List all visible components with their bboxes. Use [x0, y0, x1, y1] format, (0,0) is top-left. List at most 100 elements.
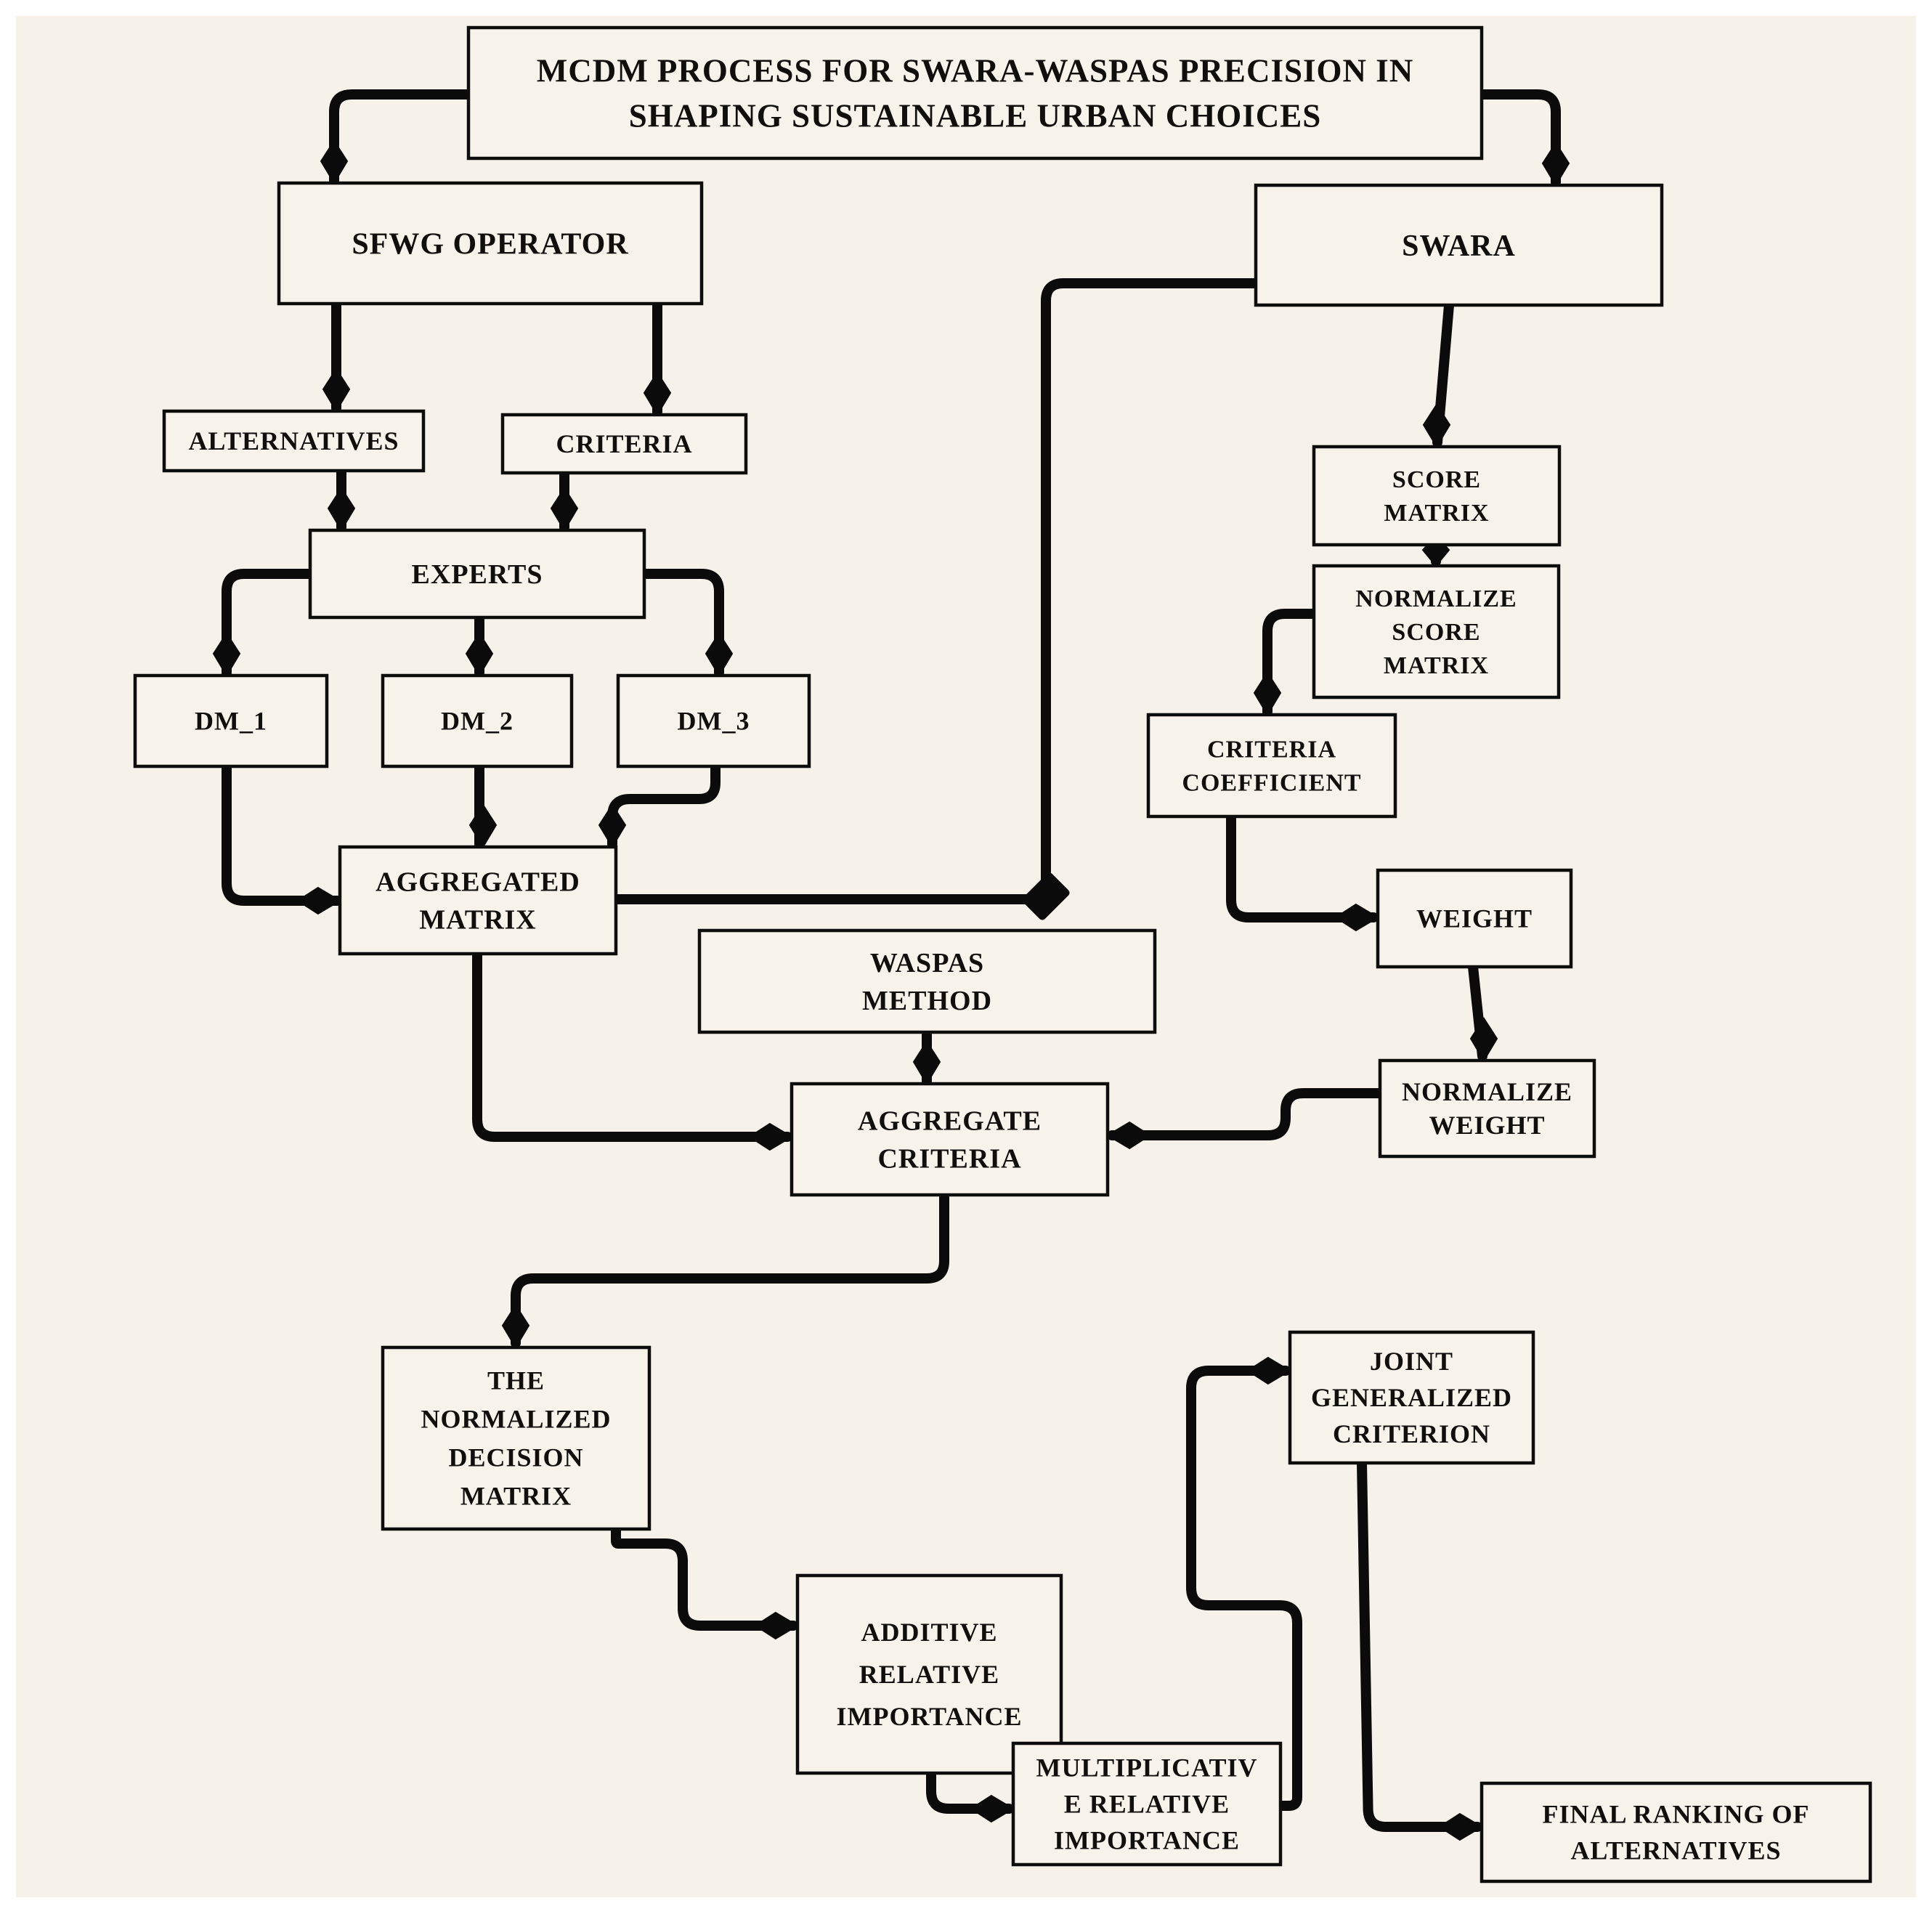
connector-dm1-to-aggregated [222, 761, 342, 915]
node-title-box [466, 25, 1484, 161]
connector-multiplicative-to-joint-arrowhead-icon [1246, 1356, 1291, 1385]
connector-experts-to-dm2-arrowhead-icon [465, 632, 494, 677]
node-normalize-weight-box [1378, 1058, 1596, 1159]
node-alternatives-label: ALTERNATIVES [188, 426, 399, 455]
connector-normalize-weight-to-aggregate-line [1107, 1088, 1385, 1140]
node-experts: EXPERTS [308, 528, 646, 620]
connector-dm2-to-aggregated [468, 761, 498, 849]
node-final-ranking-box [1480, 1781, 1872, 1884]
connector-criteria-to-experts-arrowhead-icon [550, 487, 579, 532]
node-swara: SWARA [1254, 183, 1664, 307]
connector-experts-to-dm1-line [222, 569, 315, 678]
connector-normalize-weight-to-aggregate-arrowhead-icon [1106, 1121, 1151, 1150]
connector-dm3-to-aggregated [598, 761, 721, 849]
node-dm-3: DM_3 [616, 673, 811, 769]
connector-aggregate-to-normalized-decision-arrowhead-icon [501, 1304, 530, 1349]
connector-multiplicative-to-joint [1186, 1356, 1302, 1811]
connector-title-to-sfwg-line [329, 89, 474, 185]
node-layer: MCDM PROCESS FOR SWARA-WASPAS PRECISION … [133, 25, 1872, 1884]
node-experts-label: EXPERTS [412, 559, 543, 590]
connector-additive-to-multiplicative-arrowhead-icon [970, 1794, 1015, 1823]
node-sfwg-operator-box [277, 181, 704, 306]
node-criteria-label: CRITERIA [556, 429, 692, 458]
node-normalized-decision-matrix-box [381, 1345, 652, 1531]
node-dm-2-box [381, 673, 574, 769]
connector-normalized-decision-to-additive-line [611, 1524, 798, 1631]
node-alternatives-box [162, 409, 426, 473]
connector-sfwg-to-alternatives [322, 299, 351, 413]
connector-coefficient-to-weight [1226, 811, 1379, 932]
connector-additive-to-multiplicative [926, 1768, 1015, 1823]
node-aggregate-criteria-box [790, 1082, 1110, 1197]
connector-additive-to-multiplicative-line [926, 1768, 1014, 1814]
connector-experts-to-dm3 [639, 569, 734, 678]
connector-normalize-score-to-coefficient-arrowhead-icon [1253, 671, 1282, 716]
node-score-matrix-box [1312, 445, 1562, 547]
connector-aggregated-to-aggregate-line [472, 949, 792, 1142]
connector-aggregated-to-swara-elbow-diamond-icon [1022, 872, 1070, 920]
connector-dm1-to-aggregated-line [222, 761, 342, 906]
connector-coefficient-to-weight-line [1226, 811, 1379, 923]
connector-dm3-to-aggregated-arrowhead-icon [598, 803, 627, 848]
node-multiplicative-relative-importance-box [1011, 1741, 1283, 1867]
connector-normalize-score-to-coefficient [1253, 609, 1319, 717]
node-criteria-coefficient-box [1146, 713, 1397, 819]
connector-weight-to-normalize-weight [1468, 962, 1498, 1062]
node-dm-3-box [616, 673, 811, 769]
node-joint-generalized-criterion-box [1288, 1330, 1535, 1465]
connector-aggregated-to-swara [611, 278, 1259, 920]
connector-joint-to-final-ranking-arrowhead-icon [1438, 1812, 1483, 1841]
connector-title-to-sfwg [320, 89, 474, 185]
connector-experts-to-dm2 [465, 612, 494, 678]
connector-experts-to-dm1-arrowhead-icon [212, 632, 241, 677]
connector-experts-to-dm3-arrowhead-icon [705, 632, 734, 677]
connector-coefficient-to-weight-arrowhead-icon [1334, 903, 1379, 932]
connector-aggregate-to-normalized-decision-line [511, 1190, 949, 1348]
connector-experts-to-dm3-line [639, 569, 724, 678]
connector-aggregate-to-normalized-decision [501, 1190, 949, 1349]
connector-dm2-to-aggregated-arrowhead-icon [468, 803, 498, 848]
connector-normalized-decision-to-additive [611, 1524, 799, 1640]
node-dm-2-label: DM_2 [441, 707, 514, 736]
connector-sfwg-to-alternatives-arrowhead-icon [322, 368, 351, 413]
connector-normalized-decision-to-additive-arrowhead-icon [754, 1611, 799, 1640]
connector-joint-to-final-ranking-line [1357, 1458, 1482, 1832]
node-weight-box [1376, 868, 1573, 969]
connector-alternatives-to-experts [327, 466, 356, 532]
connector-waspas-to-aggregate [912, 1027, 941, 1086]
node-additive-relative-importance-box [795, 1573, 1063, 1775]
connector-title-to-swara [1477, 89, 1570, 187]
connector-swara-to-score-matrix-arrowhead-icon [1422, 403, 1451, 448]
node-weight-label: WEIGHT [1416, 904, 1533, 933]
connector-swara-to-score-matrix [1422, 300, 1454, 448]
connector-normalize-weight-to-aggregate [1106, 1088, 1385, 1150]
node-sfwg-operator: SFWG OPERATOR [277, 181, 704, 306]
node-criteria: CRITERIA [500, 413, 748, 475]
node-sfwg-operator-label: SFWG OPERATOR [352, 227, 628, 261]
node-swara-label: SWARA [1402, 230, 1516, 263]
node-dm-1-box [133, 673, 329, 769]
